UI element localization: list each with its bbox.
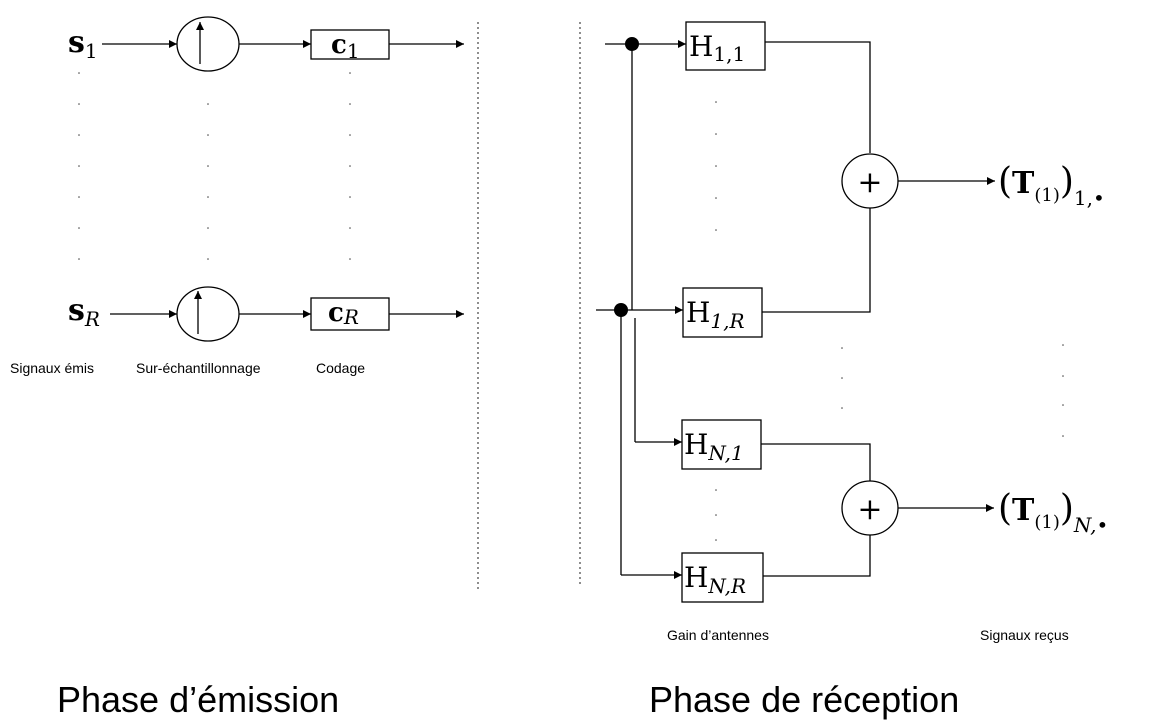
upsampler-R [176, 286, 240, 342]
upsampler-1 [176, 16, 240, 72]
wire-H1R-to-sum1 [762, 208, 871, 313]
label-gain-antennes: Gain d’antennes [667, 627, 769, 643]
signal-s1-label: s1 [68, 25, 98, 63]
label-signaux-recus: Signaux reçus [980, 627, 1069, 643]
gain-box-HNR [681, 552, 764, 603]
gain-H1R-label: H1,R [686, 296, 745, 333]
output-TN-label: (T(1))N,• [998, 488, 1108, 537]
gain-HN1-label: HN,1 [684, 428, 744, 465]
label-signaux-emis: Signaux émis [10, 360, 94, 376]
label-sur-echantillonnage: Sur-échantillonnage [136, 360, 261, 376]
ellipsis-dots-emission [78, 72, 351, 260]
wire-H11-to-sum1 [765, 41, 871, 153]
gain-HNR-label: HN,R [684, 561, 746, 598]
phase-emission-title: Phase d’émission [57, 679, 339, 720]
plus-icon: + [857, 492, 882, 527]
plus-icon: + [857, 165, 882, 200]
gain-box-H11 [685, 21, 766, 71]
code-c1-label: c1 [331, 30, 360, 63]
ellipsis-dots-reception [715, 101, 1064, 541]
code-box-c1 [310, 29, 390, 60]
signal-sR-label: sR [68, 293, 100, 331]
gain-box-HN1 [681, 419, 762, 470]
phase-reception-title: Phase de réception [649, 679, 959, 720]
label-codage: Codage [316, 360, 365, 376]
wire-HNR-to-sum2 [763, 535, 871, 577]
gain-box-H1R [682, 287, 763, 338]
code-cR-label: cR [328, 298, 359, 329]
wire-HN1-to-sum2 [761, 443, 871, 481]
gain-H11-label: H1,1 [689, 30, 745, 66]
output-T1-label: (T(1))1,• [998, 161, 1105, 210]
